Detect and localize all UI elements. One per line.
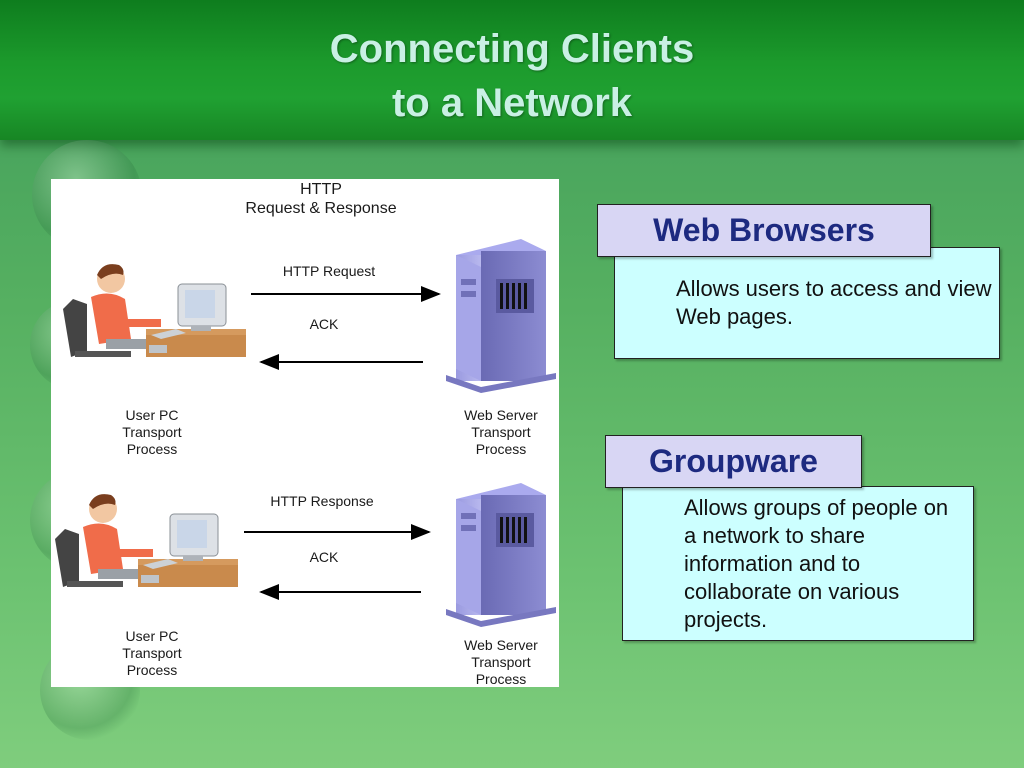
slide-title: Connecting Clients to a Network xyxy=(0,22,1024,130)
web-browsers-description: Allows users to access and view Web page… xyxy=(676,276,992,329)
groupware-title-box: Groupware xyxy=(605,435,862,488)
bottom-user-pc xyxy=(55,494,238,587)
http-diagram: HTTP Request & Response HTTP Request ACK… xyxy=(51,179,559,687)
top-ack-label: ACK xyxy=(309,316,339,332)
web-browsers-description-box xyxy=(614,247,1000,359)
web-browsers-title-box: Web Browsers xyxy=(597,204,931,257)
top-client-label: User PC Transport Process xyxy=(122,407,182,457)
diagram-heading-line-2: Request & Response xyxy=(245,200,397,217)
groupware-description-box xyxy=(622,486,974,641)
diagram-graphics xyxy=(55,239,556,627)
bottom-client-label: User PC Transport Process xyxy=(122,628,182,678)
web-browsers-title: Web Browsers xyxy=(653,212,875,248)
top-user-pc xyxy=(63,264,246,357)
diagram-heading: HTTP Request & Response xyxy=(211,180,431,218)
groupware-description: Allows groups of people on a network to … xyxy=(684,495,949,632)
top-server-label: Web Server Transport Process xyxy=(464,407,538,457)
title-line-2: to a Network xyxy=(391,81,633,125)
slide-header: Connecting Clients to a Network xyxy=(0,0,1024,140)
title-line-1: Connecting Clients xyxy=(329,27,695,71)
bottom-response-label: HTTP Response xyxy=(270,493,374,509)
top-request-label: HTTP Request xyxy=(282,263,376,279)
top-web-server xyxy=(446,239,556,393)
bottom-web-server xyxy=(446,483,556,627)
diagram-heading-line-1: HTTP xyxy=(300,181,342,198)
bottom-server-label: Web Server Transport Process xyxy=(464,637,538,687)
bottom-ack-label: ACK xyxy=(309,549,339,565)
groupware-title: Groupware xyxy=(649,443,818,479)
